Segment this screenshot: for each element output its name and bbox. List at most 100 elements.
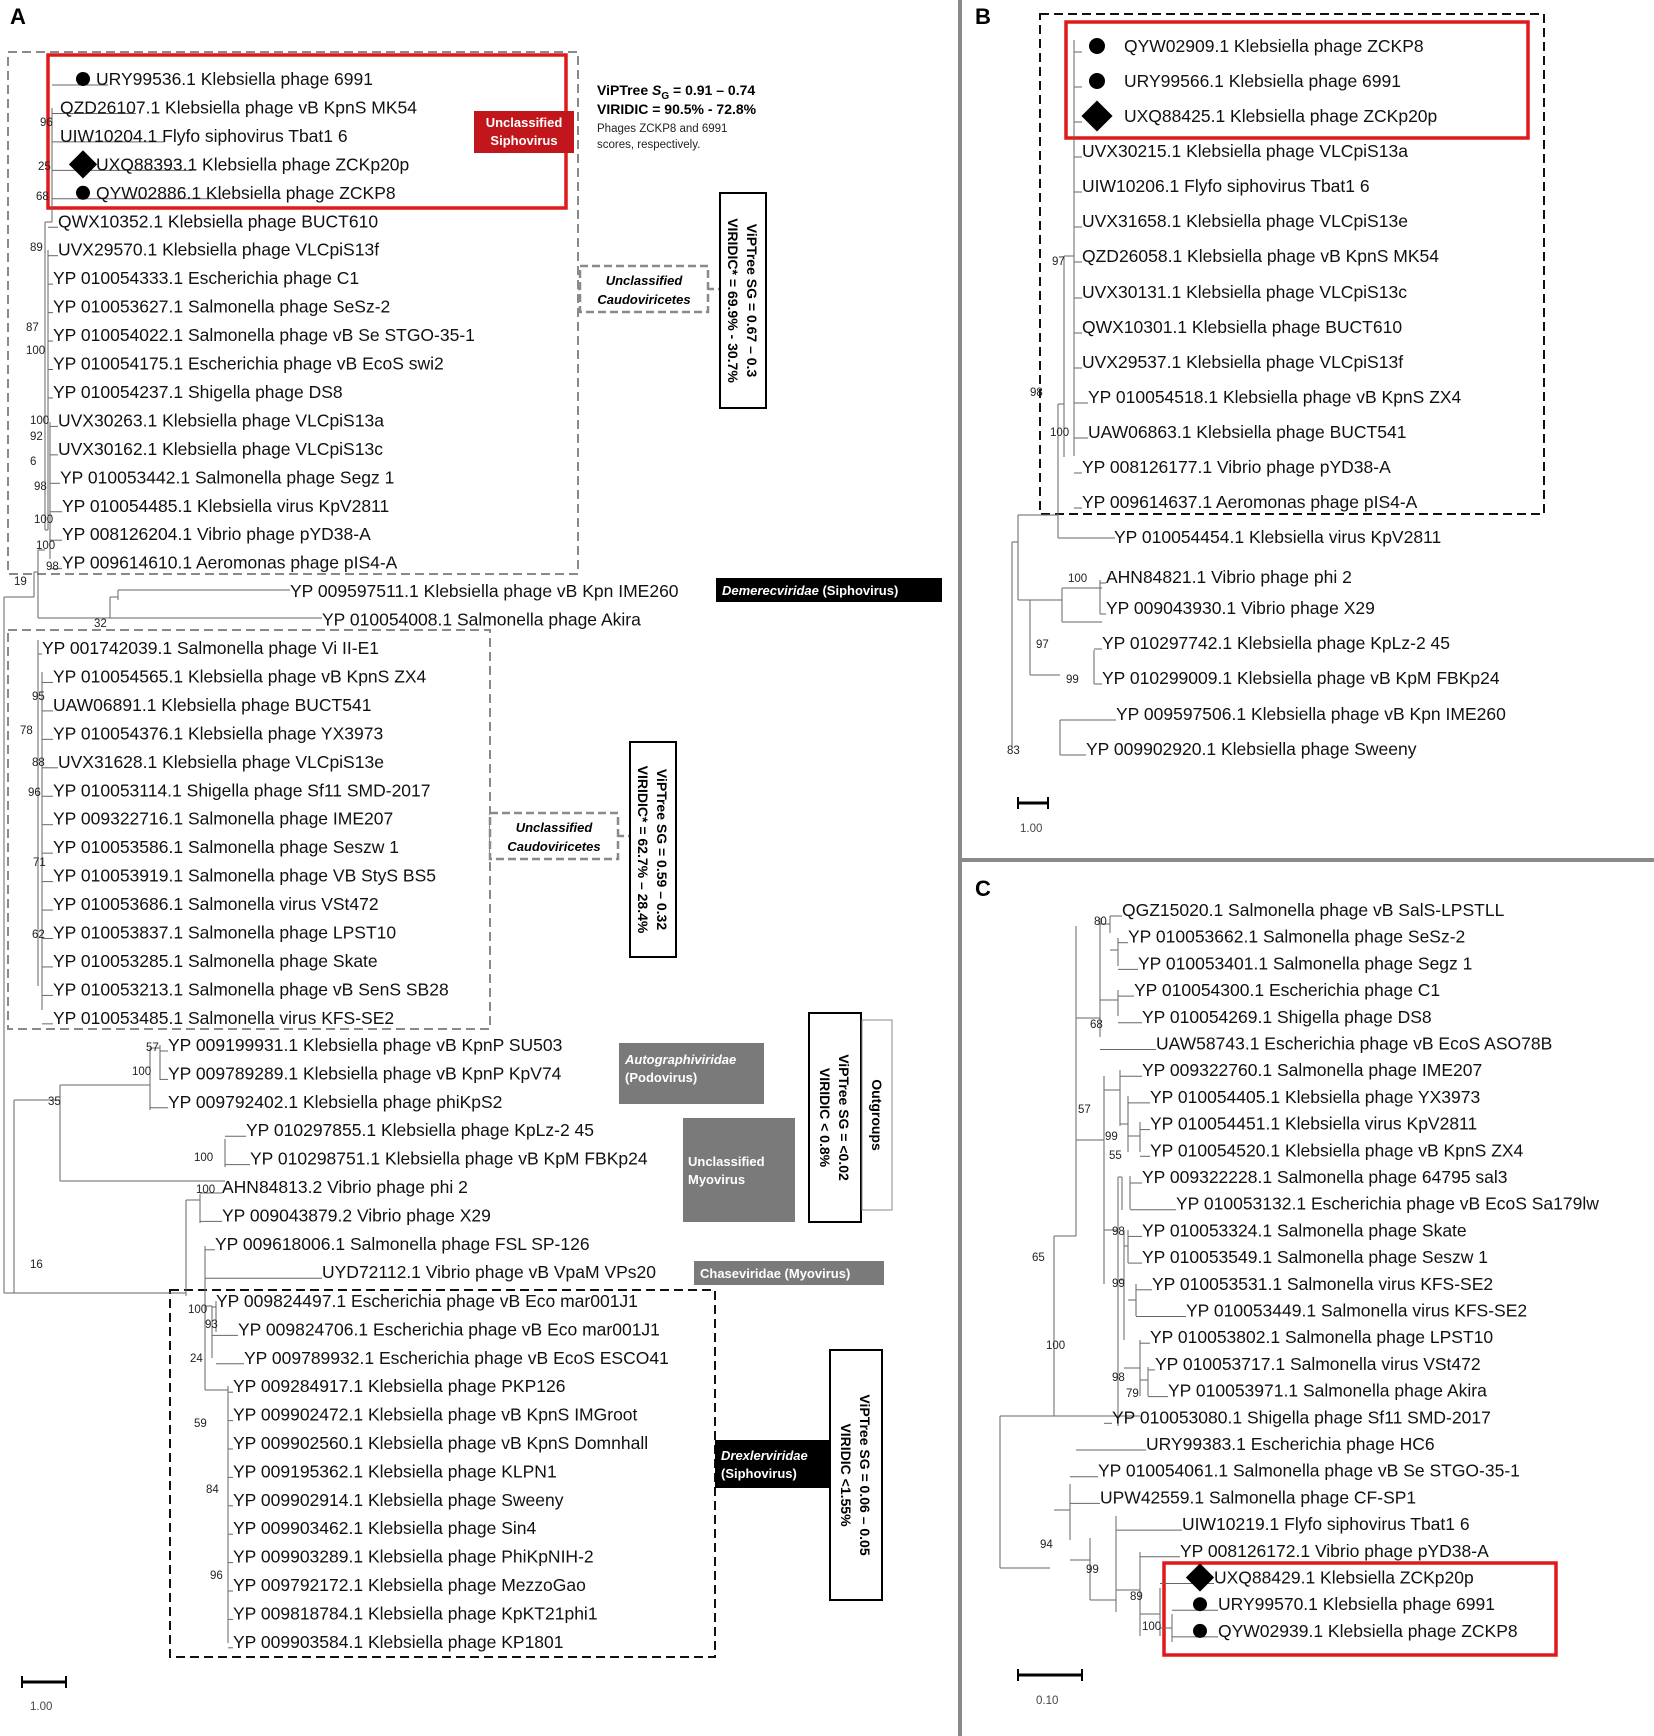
bootstrap-value: 78 — [20, 725, 33, 737]
bootstrap-value: 24 — [190, 1353, 203, 1365]
score-box — [629, 741, 677, 958]
tree-a-leaf: YP 009043879.2 Vibrio phage X29 — [222, 1205, 491, 1225]
tree-a-leaf: YP 009824497.1 Escherichia phage vB Eco … — [216, 1291, 638, 1311]
tree-c-leaf: YP 010053132.1 Escherichia phage vB EcoS… — [1176, 1194, 1599, 1214]
tree-c-leaf: YP 010053971.1 Salmonella phage Akira — [1168, 1381, 1487, 1401]
bootstrap-value: 62 — [32, 929, 45, 941]
bootstrap-value: 89 — [30, 242, 43, 254]
tree-a-leaf: QWX10352.1 Klebsiella phage BUCT610 — [58, 211, 378, 231]
bootstrap-value: 59 — [194, 1418, 207, 1430]
tree-c-leaf: YP 010053802.1 Salmonella phage LPST10 — [1150, 1327, 1493, 1347]
scale-bar-a: 1.00 — [21, 1676, 67, 1713]
marker-diamond — [1185, 1563, 1215, 1592]
tree-b-leaf: UVX29537.1 Klebsiella phage VLCpiS13f — [1082, 352, 1403, 372]
ann-text: Autographiviridae — [624, 1052, 736, 1067]
panel-label-c: C — [975, 876, 991, 901]
score-line: ViPTree SG = 0.06 – 0.05 — [857, 1394, 873, 1555]
tree-b-leaf: QWX10301.1 Klebsiella phage BUCT610 — [1082, 317, 1402, 337]
box-b-highlight — [1064, 20, 1530, 140]
tree-b-leaf: YP 010297742.1 Klebsiella phage KpLz-2 4… — [1102, 633, 1450, 653]
bootstrap-value: 100 — [1050, 427, 1069, 439]
ann-text: (Podovirus) — [625, 1070, 697, 1085]
tree-a-leaf: YP 009792172.1 Klebsiella phage MezzoGao — [233, 1575, 586, 1595]
score-line: VIRIDIC* = 69.9% - 30.7% — [725, 218, 741, 383]
bootstrap-value: 88 — [32, 757, 45, 769]
tree-b-leaf: YP 010299009.1 Klebsiella phage vB KpM F… — [1102, 668, 1500, 688]
bootstrap-value: 97 — [1036, 639, 1049, 651]
panel-label-b: B — [975, 4, 991, 29]
tree-a-leaf: AHN84813.2 Vibrio phage phi 2 — [222, 1177, 468, 1197]
tree-b-leaf: YP 009614637.1 Aeromonas phage pIS4-A — [1082, 492, 1418, 512]
tree-a-leaf: YP 009284917.1 Klebsiella phage PKP126 — [233, 1376, 565, 1396]
tree-c-leaf: QGZ15020.1 Salmonella phage vB SalS-LPST… — [1122, 900, 1505, 920]
ann-text: Siphovirus — [490, 133, 557, 148]
tree-a-leaf: YP 009792402.1 Klebsiella phage phiKpS2 — [168, 1092, 502, 1112]
tree-c-leaf: YP 010053531.1 Salmonella virus KFS-SE2 — [1152, 1274, 1493, 1294]
note-text: scores, respectively. — [597, 139, 700, 151]
tree-b-leaf: URY99566.1 Klebsiella phage 6991 — [1124, 71, 1401, 91]
tree-a-leaf: YP 009614610.1 Aeromonas phage pIS4-A — [62, 553, 398, 573]
note-text: Phages ZCKP8 and 6991 — [597, 123, 727, 135]
tree-a-leaf: UVX29570.1 Klebsiella phage VLCpiS13f — [58, 240, 379, 260]
tree-a-leaf: YP 009903584.1 Klebsiella phage KP1801 — [233, 1632, 564, 1652]
bootstrap-value: 80 — [1094, 916, 1107, 928]
scale-bar-a-label: 1.00 — [30, 1701, 52, 1713]
bootstrap-value: 87 — [26, 322, 39, 334]
ann-text: Drexlerviridae — [721, 1448, 808, 1463]
tree-a-leaf: YP 009195362.1 Klebsiella phage KLPN1 — [233, 1461, 557, 1481]
tree-a-leaf: YP 009618006.1 Salmonella phage FSL SP-1… — [215, 1234, 590, 1254]
bootstrap-value: 98 — [1030, 387, 1043, 399]
tree-a-leaf: YP 010054485.1 Klebsiella virus KpV2811 — [62, 496, 389, 516]
tree-b-leaf: AHN84821.1 Vibrio phage phi 2 — [1106, 567, 1352, 587]
bootstrap-value: 89 — [1130, 1591, 1143, 1603]
tree-a-leaf: YP 010054376.1 Klebsiella phage YX3973 — [53, 723, 383, 743]
tree-a-leaf: YP 010053213.1 Salmonella phage vB SenS … — [53, 979, 449, 999]
bootstrap-value: 99 — [1112, 1278, 1125, 1290]
ann-text: Unclassified — [486, 115, 563, 130]
bootstrap-value: 6 — [30, 456, 36, 468]
bootstrap-value: 99 — [1105, 1131, 1118, 1143]
tree-a-leaf: QZD26107.1 Klebsiella phage vB KpnS MK54 — [60, 97, 417, 117]
label-unclassified-caudoviricetes — [578, 264, 710, 314]
tree-a-leaf: YP 010054008.1 Salmonella phage Akira — [322, 610, 641, 630]
bootstrap-value: 99 — [1086, 1564, 1099, 1576]
tree-c-leaf: YP 010054405.1 Klebsiella phage YX3973 — [1150, 1087, 1480, 1107]
bootstrap-value: 25 — [38, 161, 51, 173]
label-drexlerviridae — [715, 1440, 829, 1488]
tree-a-leaf: YP 010053586.1 Salmonella phage Seszw 1 — [53, 837, 399, 857]
tree-c-leaf: YP 009322760.1 Salmonella phage IME207 — [1142, 1060, 1482, 1080]
outgroups-bracket — [861, 1019, 893, 1211]
bootstrap-value: 57 — [146, 1042, 159, 1054]
tree-a-leaf: YP 009199931.1 Klebsiella phage vB KpnP … — [168, 1035, 562, 1055]
bootstrap-value: 55 — [1109, 1150, 1122, 1162]
bootstrap-value: 68 — [36, 191, 49, 203]
tree-b-leaf: YP 010054454.1 Klebsiella virus KpV2811 — [1114, 527, 1441, 547]
marker-diamond — [68, 150, 98, 179]
tree-b-leaf: QYW02909.1 Klebsiella phage ZCKP8 — [1124, 36, 1424, 56]
tree-a-leaf: YP 009903462.1 Klebsiella phage Sin4 — [233, 1518, 537, 1538]
bootstrap-value: 100 — [196, 1184, 215, 1196]
tree-b-leaf: UVX31658.1 Klebsiella phage VLCpiS13e — [1082, 211, 1408, 231]
score-line: VIRIDIC < 0.8% — [817, 1068, 833, 1168]
bootstrap-value: 95 — [32, 691, 45, 703]
tree-c-leaf: URY99570.1 Klebsiella phage 6991 — [1218, 1594, 1495, 1614]
tree-b-leaf: YP 009043930.1 Vibrio phage X29 — [1106, 598, 1375, 618]
tree-a-leaf: YP 009322716.1 Salmonella phage IME207 — [53, 809, 393, 829]
bootstrap-value: 35 — [48, 1096, 61, 1108]
bootstrap-value: 65 — [1032, 1252, 1045, 1264]
tree-c-leaf: YP 010053401.1 Salmonella phage Segz 1 — [1138, 953, 1472, 973]
bootstrap-value: 92 — [30, 431, 43, 443]
tree-a-leaf: UVX31628.1 Klebsiella phage VLCpiS13e — [58, 752, 384, 772]
tree-c-leaf: UPW42559.1 Salmonella phage CF-SP1 — [1100, 1487, 1416, 1507]
score-box — [719, 192, 767, 409]
tree-b-leaf: YP 009597506.1 Klebsiella phage vB Kpn I… — [1116, 704, 1506, 724]
tree-b-leaf: UAW06863.1 Klebsiella phage BUCT541 — [1088, 422, 1406, 442]
bootstrap-value: 16 — [30, 1259, 43, 1271]
marker-circle — [1193, 1597, 1207, 1612]
tree-a-leaf: YP 010054333.1 Escherichia phage C1 — [53, 268, 359, 288]
tree-c-leaf: UIW10219.1 Flyfo siphovirus Tbat1 6 — [1182, 1514, 1470, 1534]
